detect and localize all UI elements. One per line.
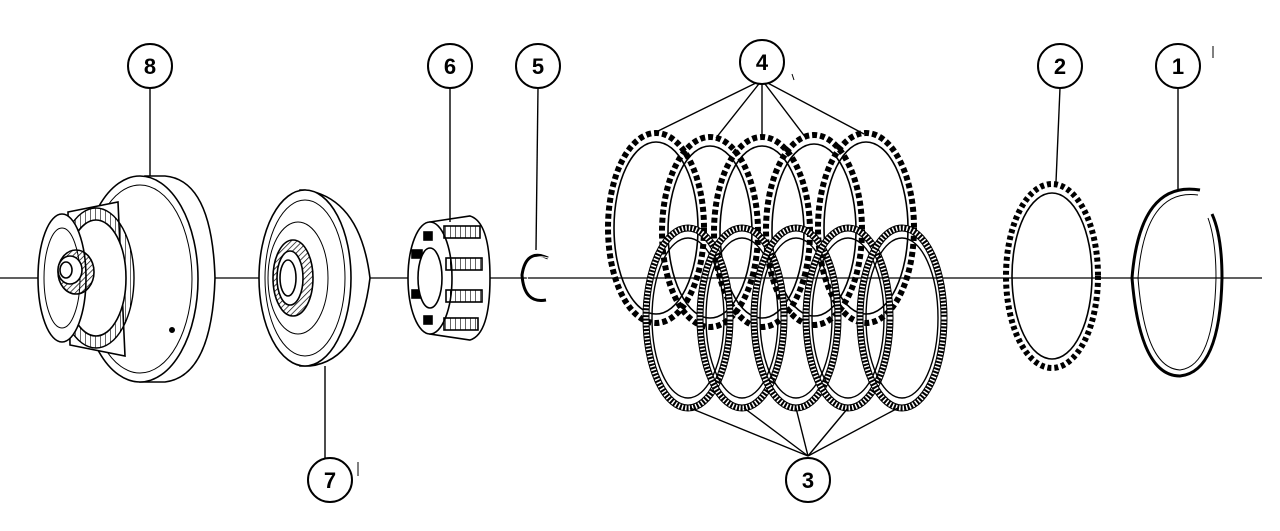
part-8-drum-housing bbox=[37, 175, 216, 383]
friction-plate bbox=[642, 224, 734, 412]
part-6-spring-assembly bbox=[407, 215, 491, 341]
callout-3: 3 bbox=[785, 457, 831, 503]
svg-text:6: 6 bbox=[444, 54, 456, 79]
svg-text:5: 5 bbox=[532, 54, 544, 79]
svg-text:7: 7 bbox=[324, 468, 336, 493]
svg-text:3: 3 bbox=[802, 468, 814, 493]
svg-text:1: 1 bbox=[1172, 54, 1184, 79]
friction-plate bbox=[696, 224, 788, 412]
callout-7: 7 bbox=[307, 457, 353, 503]
friction-plate bbox=[802, 224, 894, 412]
callout-6: 6 bbox=[427, 43, 473, 89]
part-2-pressure-plate bbox=[1003, 181, 1101, 371]
callout-2: 2 bbox=[1037, 43, 1083, 89]
part-5-snap-ring bbox=[520, 253, 549, 302]
svg-text:4: 4 bbox=[756, 50, 769, 75]
friction-plate bbox=[856, 224, 948, 412]
svg-text:8: 8 bbox=[144, 54, 156, 79]
part-3-friction-plates bbox=[642, 224, 948, 412]
callout-5: 5 bbox=[515, 43, 561, 89]
callout-4: 4 bbox=[739, 39, 785, 85]
callout-8: 8 bbox=[127, 43, 173, 89]
part-1-retaining-ring bbox=[1130, 187, 1224, 378]
leader-lines bbox=[149, 79, 1179, 458]
part-7-piston bbox=[258, 189, 371, 367]
svg-text:2: 2 bbox=[1054, 54, 1066, 79]
callout-1: 1 bbox=[1155, 43, 1201, 89]
